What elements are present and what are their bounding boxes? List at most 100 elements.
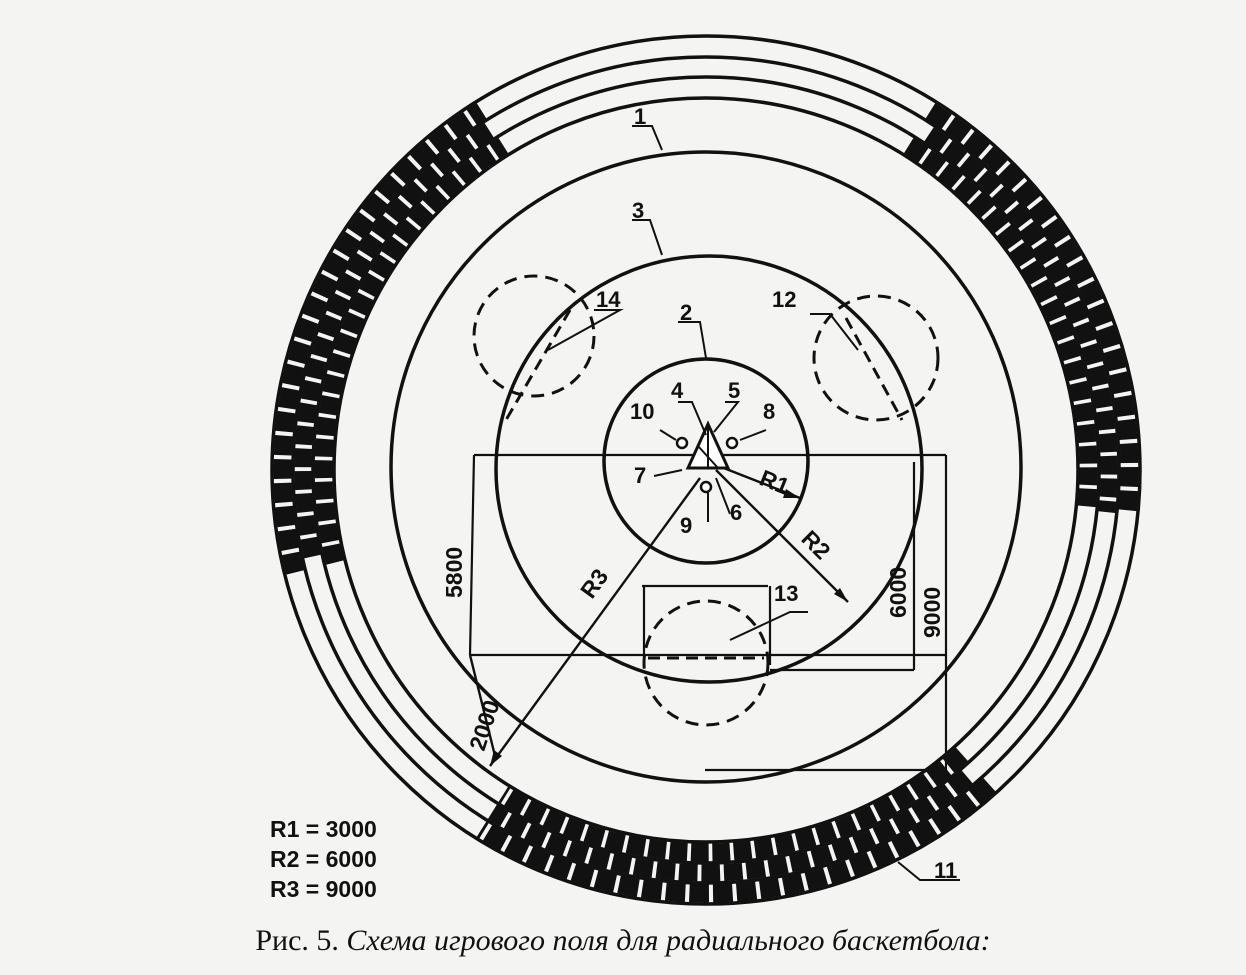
- seat-block: [593, 870, 617, 893]
- dashed-circle-13: [642, 599, 770, 727]
- seat-block: [1041, 298, 1066, 322]
- seat-block: [931, 807, 958, 833]
- dim-9000-label: 9000: [919, 587, 945, 638]
- seat-block: [282, 363, 305, 387]
- hoop-9-icon: [699, 480, 713, 494]
- label-10: 10: [630, 399, 654, 424]
- seat-block: [983, 208, 1009, 234]
- seat-block: [314, 481, 334, 501]
- seat-block: [566, 841, 590, 864]
- radius-lines: [468, 463, 849, 767]
- seat-block: [1006, 203, 1032, 229]
- seat-block: [1109, 371, 1132, 395]
- seat-block: [712, 883, 734, 903]
- seat-block: [409, 141, 437, 168]
- seat-block: [1073, 402, 1095, 423]
- seat-block: [678, 863, 698, 882]
- ring-outer-2: [311, 75, 1101, 865]
- seat-block: [1096, 409, 1116, 431]
- seat-block: [1065, 300, 1089, 324]
- seat-block: [437, 172, 464, 198]
- seat-block: [998, 163, 1025, 190]
- seat-block: [944, 116, 972, 143]
- seat-block: [381, 236, 407, 262]
- seat-block: [275, 410, 296, 433]
- seat-block: [947, 770, 973, 796]
- seat-block: [503, 813, 529, 838]
- seat-block: [1069, 380, 1091, 402]
- seat-block: [588, 847, 611, 870]
- seat-block: [1057, 338, 1081, 362]
- seat-block: [870, 842, 896, 868]
- seat-block: [647, 839, 667, 860]
- legend-r2: R2 = 6000: [270, 846, 377, 872]
- seat-block: [489, 137, 509, 159]
- seat-block: [315, 502, 336, 522]
- circle-2: [602, 357, 810, 565]
- seat-block: [334, 231, 361, 258]
- seat-block: [432, 149, 459, 175]
- seat-block: [1044, 259, 1069, 284]
- label-13: 13: [774, 581, 798, 606]
- seat-block: [1099, 478, 1118, 498]
- seat-block: [297, 402, 317, 424]
- seat-block: [848, 852, 874, 877]
- outer-rings: [270, 34, 1142, 906]
- seat-block: [1076, 423, 1097, 443]
- seat-block: [804, 867, 829, 891]
- seat-block: [872, 819, 897, 844]
- seat-block: [498, 786, 511, 804]
- seat-block: [400, 180, 426, 207]
- seat-block: [1014, 180, 1041, 208]
- seat-block: [969, 192, 995, 218]
- seat-block: [632, 858, 654, 878]
- seat-block: [617, 875, 640, 897]
- seat-block: [327, 352, 350, 375]
- label-7: 7: [634, 463, 646, 488]
- seat-block: [322, 543, 344, 565]
- seat-block: [1021, 260, 1046, 285]
- circle-1: [389, 150, 1023, 784]
- seat-block: [903, 137, 929, 163]
- seat-block: [911, 797, 937, 822]
- seat-block: [689, 884, 710, 903]
- seat-block: [1118, 513, 1137, 516]
- seat-block: [294, 471, 312, 491]
- caption-text: Схема игрового поля для радиального баск…: [346, 924, 991, 957]
- seat-block: [392, 157, 420, 185]
- seat-block: [1096, 324, 1120, 350]
- seat-block: [1020, 221, 1045, 247]
- stand-bottom: [476, 747, 996, 903]
- seat-block: [427, 126, 455, 153]
- seat-block: [1120, 466, 1139, 487]
- seat-block: [781, 873, 805, 896]
- seat-block: [523, 800, 547, 825]
- seat-block: [1079, 467, 1098, 486]
- seat-block: [810, 845, 834, 867]
- label-9: 9: [680, 513, 692, 538]
- seat-block: [385, 197, 411, 223]
- arrow-r3: [490, 750, 502, 766]
- seat-block: [314, 438, 334, 457]
- seat-block: [831, 837, 855, 861]
- seat-block: [1119, 442, 1139, 464]
- seat-block: [523, 823, 549, 848]
- seat-block: [346, 252, 371, 278]
- arrow-r2: [834, 588, 848, 602]
- seat-block: [583, 824, 606, 848]
- seat-block: [991, 186, 1017, 212]
- seat-block: [942, 747, 968, 773]
- seat-block: [1009, 242, 1035, 267]
- dashed-circle-14: [472, 274, 596, 398]
- seat-block: [281, 551, 304, 575]
- seat-block: [504, 789, 529, 815]
- arrow-r1: [783, 489, 800, 498]
- seat-block: [446, 112, 474, 139]
- seat-block: [925, 103, 952, 130]
- seat-block: [1100, 455, 1118, 475]
- ring-outer-4: [270, 34, 1142, 906]
- seat-block: [476, 821, 489, 839]
- dimension-frame: [468, 453, 948, 772]
- label-11: 11: [934, 858, 957, 883]
- seat-block: [407, 202, 434, 228]
